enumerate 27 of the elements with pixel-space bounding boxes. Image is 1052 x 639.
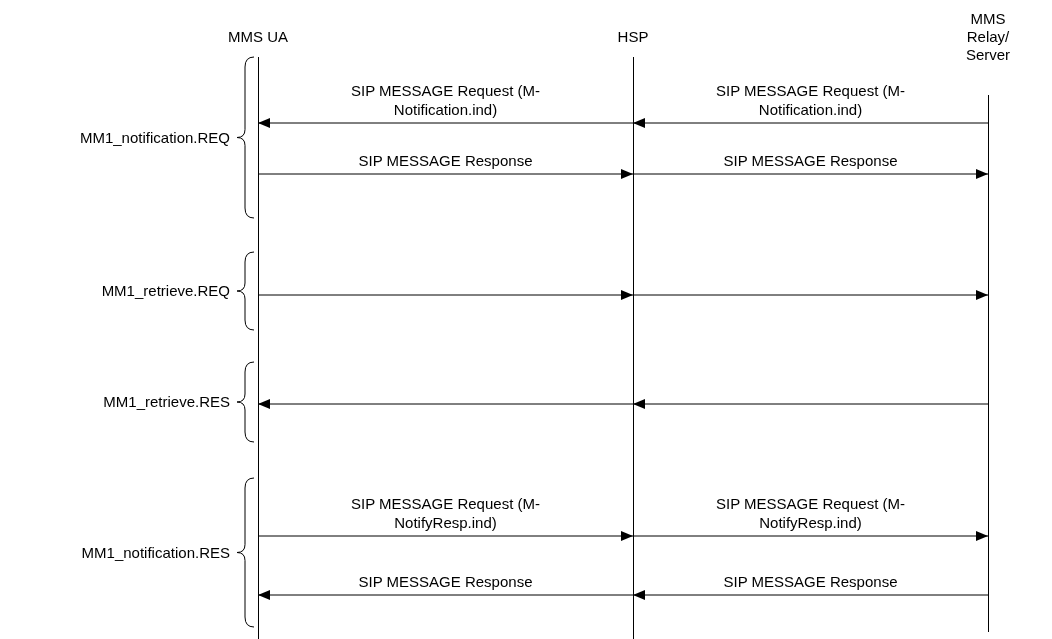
message-label: SIP MESSAGE Request (M-NotifyResp.ind) (715, 494, 906, 532)
participant-name: MMS Relay/ Server (964, 10, 1012, 64)
message-label: SIP MESSAGE Response (357, 151, 534, 170)
message-arrow (632, 118, 989, 128)
phase-label: MM1_notification.RES (80, 543, 230, 562)
message-arrow (632, 169, 989, 179)
message-label: SIP MESSAGE Request (M-NotifyResp.ind) (350, 494, 541, 532)
message-arrow (632, 531, 989, 541)
message-arrow (257, 169, 634, 179)
message-label: SIP MESSAGE Response (357, 572, 534, 591)
message-arrow (257, 290, 634, 300)
message-arrow (257, 590, 634, 600)
participant-name: MMS UA (227, 28, 289, 46)
message-arrow (257, 531, 634, 541)
message-arrow (257, 399, 634, 409)
message-arrow (257, 118, 634, 128)
message-arrow (632, 590, 989, 600)
message-label: SIP MESSAGE Request (M-Notification.ind) (350, 81, 541, 119)
message-arrow (632, 399, 989, 409)
message-label: SIP MESSAGE Response (722, 572, 899, 591)
phase-label: MM1_notification.REQ (78, 128, 230, 147)
message-label: SIP MESSAGE Response (722, 151, 899, 170)
phase-label: MM1_retrieve.RES (102, 393, 230, 411)
message-label: SIP MESSAGE Request (M-Notification.ind) (715, 81, 906, 119)
message-arrow (632, 290, 989, 300)
phase-label: MM1_retrieve.REQ (100, 282, 230, 300)
participant-name: HSP (616, 28, 650, 46)
